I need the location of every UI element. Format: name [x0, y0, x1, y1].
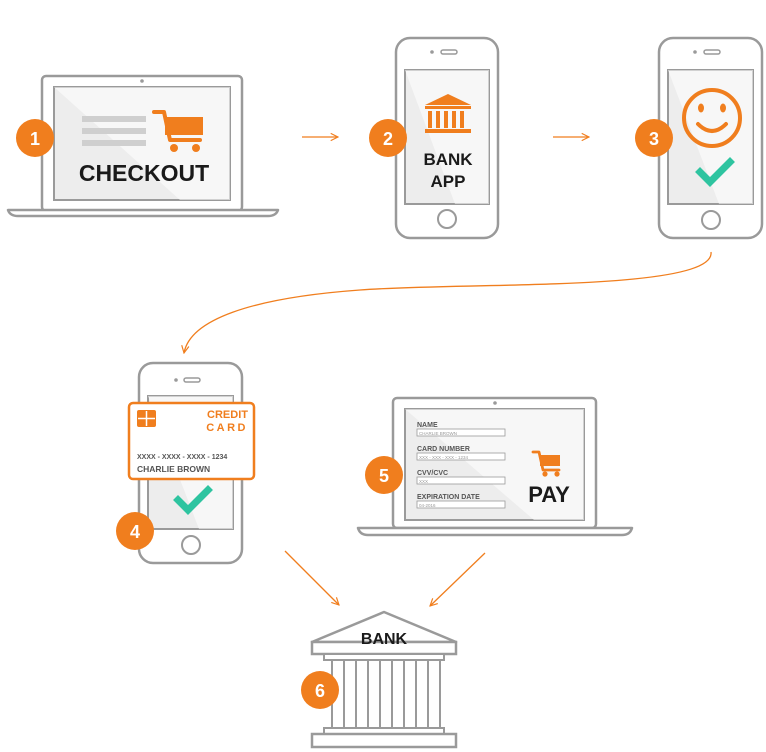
step-badge-4: 4	[116, 512, 154, 550]
field-value-cvv: XXX	[419, 479, 428, 484]
check-icon	[173, 485, 213, 515]
field-value-expiration: 04-2016	[419, 503, 436, 508]
smiley-icon	[682, 88, 742, 148]
svg-text:1: 1	[30, 129, 40, 149]
bank-app-label-line2: APP	[431, 172, 466, 191]
step-badge-3: 3	[635, 119, 673, 157]
svg-text:2: 2	[383, 129, 393, 149]
svg-text:6: 6	[315, 681, 325, 701]
step-badge-2: 2	[369, 119, 407, 157]
svg-text:3: 3	[649, 129, 659, 149]
checkout-text-lines-icon	[82, 116, 146, 146]
credit-card-number: XXXX - XXXX - XXXX - 1234	[137, 454, 227, 461]
flow-arrow-3-4	[184, 251, 712, 353]
step-badge-6: 6	[301, 671, 339, 709]
step-badge-5: 5	[365, 456, 403, 494]
credit-card: CREDIT CARD XXXX - XXXX - XXXX - 1234 CH…	[127, 401, 256, 481]
field-card-number-input[interactable]	[416, 452, 506, 461]
pay-label: PAY	[528, 482, 570, 507]
flow-arrow-4-6	[284, 550, 339, 605]
card-chip-icon	[137, 410, 156, 427]
bank-app-label-line1: BANK	[423, 150, 473, 169]
bank-label: BANK	[361, 631, 408, 648]
svg-text:5: 5	[379, 466, 389, 486]
shopping-cart-icon	[152, 110, 203, 152]
bank-app-phone: BANK APP	[394, 36, 500, 240]
checkout-laptop: CHECKOUT	[6, 74, 280, 218]
flow-arrow-5-6	[430, 552, 486, 606]
checkout-label: CHECKOUT	[79, 160, 209, 186]
confirm-phone	[657, 36, 764, 240]
bank-icon	[425, 94, 471, 133]
pay-laptop: NAME CHARLIE BROWN CARD NUMBER XXX - XXX…	[356, 396, 634, 537]
field-cvv-input[interactable]	[416, 476, 506, 485]
svg-text:4: 4	[130, 522, 140, 542]
step-badge-1: 1	[16, 119, 54, 157]
credit-card-title-line2: CARD	[206, 422, 248, 434]
credit-card-holder: CHARLIE BROWN	[137, 464, 210, 474]
field-label-name: NAME	[417, 422, 438, 429]
field-value-card-number: XXX - XXX - XXX - 1234	[419, 455, 469, 460]
shopping-cart-icon	[531, 450, 561, 477]
check-icon	[695, 157, 735, 187]
credit-card-title-line1: CREDIT	[207, 409, 248, 421]
field-label-expiration: EXPIRATION DATE	[417, 494, 480, 501]
field-label-cvv: CVV/CVC	[417, 470, 448, 477]
field-expiration-input[interactable]	[416, 500, 506, 509]
pay-form: NAME CHARLIE BROWN CARD NUMBER XXX - XXX…	[416, 422, 506, 509]
field-label-card-number: CARD NUMBER	[417, 446, 470, 453]
bank-building-icon: BANK	[310, 610, 458, 749]
field-value-name: CHARLIE BROWN	[419, 431, 457, 436]
field-name-input[interactable]	[416, 428, 506, 437]
